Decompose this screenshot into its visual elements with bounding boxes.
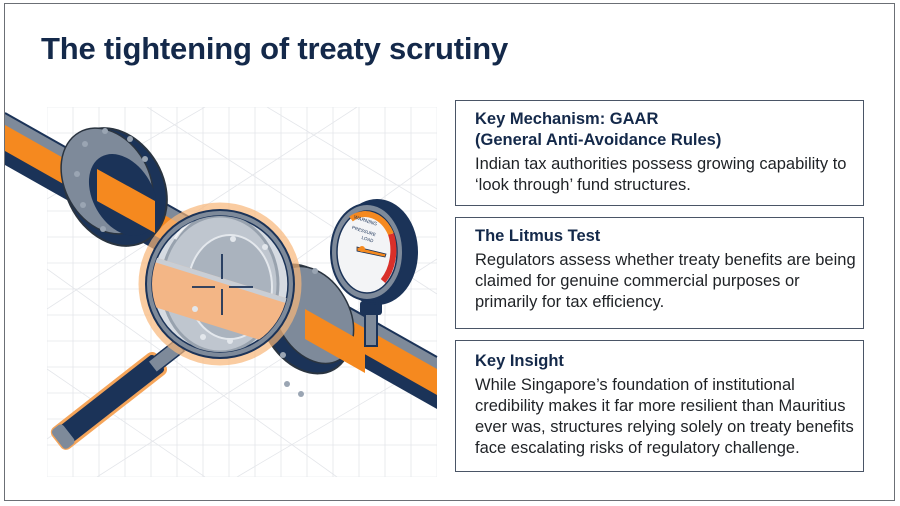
card-body: Regulators assess whether treaty benefit… xyxy=(475,251,856,311)
flange-left-icon xyxy=(60,127,168,247)
crosshair-icon xyxy=(192,254,253,315)
card-key-mechanism: Key Mechanism: GAAR (General Anti-Avoida… xyxy=(455,100,864,206)
magnifying-glass-icon xyxy=(50,202,302,450)
card-heading: Key Mechanism: GAAR (General Anti-Avoida… xyxy=(475,109,863,151)
pipeline-inspection-illustration: WARNING PRESSURE LOAD xyxy=(5,107,438,477)
card-key-insight: Key Insight While Singapore’s foundation… xyxy=(455,340,864,472)
card-heading-line2: (General Anti-Avoidance Rules) xyxy=(475,131,722,149)
card-heading-line1: Key Mechanism: GAAR xyxy=(475,110,659,128)
card-body: Indian tax authorities possess growing c… xyxy=(475,155,847,194)
slide: The tightening of treaty scrutiny xyxy=(4,3,895,501)
gauge-load-label: LOAD xyxy=(361,235,375,244)
card-body: While Singapore’s foundation of institut… xyxy=(475,376,854,457)
card-heading: Key Insight xyxy=(475,352,564,370)
card-litmus-test: The Litmus Test Regulators assess whethe… xyxy=(455,217,864,329)
pressure-gauge-icon: WARNING PRESSURE LOAD xyxy=(330,199,418,347)
card-heading: The Litmus Test xyxy=(475,227,601,245)
page-title: The tightening of treaty scrutiny xyxy=(41,31,509,66)
